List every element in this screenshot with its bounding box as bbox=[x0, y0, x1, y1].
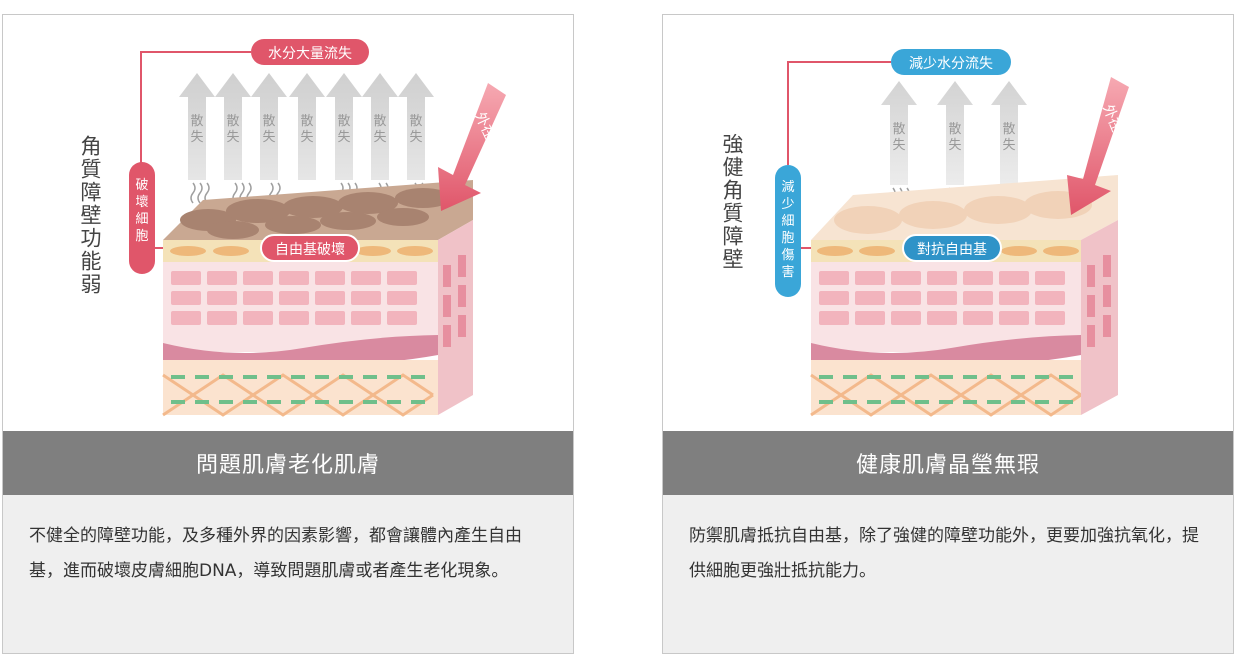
side-label: 強健角質障壁 bbox=[720, 133, 744, 271]
top-badge-text: 減少水分流失 bbox=[909, 55, 993, 72]
mid-badge-text: 對抗自由基 bbox=[917, 241, 987, 258]
dissipate-arrow bbox=[991, 81, 1027, 185]
dissipate-arrows bbox=[881, 81, 1027, 185]
mid-badge bbox=[260, 234, 360, 262]
panel-title: 問題肌膚老化肌膚 bbox=[3, 431, 573, 495]
dissipate-label: 散失 bbox=[190, 114, 203, 145]
cells bbox=[819, 271, 1065, 325]
healthy-skin-card: 強健角質障壁 散失 散失 散失 bbox=[662, 14, 1234, 654]
skin-diagram-healthy: 散失 散失 散失 bbox=[775, 49, 1135, 417]
top-badge bbox=[891, 49, 1011, 75]
dissipate-label: 散失 bbox=[948, 122, 961, 153]
dissipate-arrow bbox=[215, 73, 251, 180]
dissipate-label: 散失 bbox=[337, 114, 350, 145]
dissipate-arrow bbox=[326, 73, 362, 180]
panel-description: 不健全的障壁功能，及多種外界的因素影響，都會讓體內產生自由基，進而破壞皮膚細胞D… bbox=[3, 495, 573, 653]
dissipate-label: 散失 bbox=[409, 114, 422, 145]
cells bbox=[171, 271, 417, 325]
dissipate-arrow bbox=[251, 73, 287, 180]
dissipate-label: 散失 bbox=[226, 114, 239, 145]
dissipate-label: 散失 bbox=[300, 114, 313, 145]
damaged-cells bbox=[180, 188, 451, 239]
panel-description: 防禦肌膚抵抗自由基，除了強健的障壁功能外，更要加強抗氧化，提供細胞更強壯抵抗能力… bbox=[663, 495, 1233, 653]
dissipate-arrows bbox=[179, 73, 434, 180]
dissipate-label: 散失 bbox=[1002, 122, 1015, 153]
side-badge-text: 減少細胞傷害 bbox=[781, 179, 794, 280]
dissipate-arrow bbox=[362, 73, 398, 180]
mid-badge bbox=[902, 234, 1002, 262]
side-label: 角質障壁功能弱 bbox=[78, 135, 102, 296]
connector-line bbox=[140, 51, 251, 165]
dissipate-arrow bbox=[179, 73, 215, 180]
dissipate-label: 散失 bbox=[373, 114, 386, 145]
dissipate-label: 散失 bbox=[262, 114, 275, 145]
side-face bbox=[438, 220, 473, 415]
skin-diagram-problem: 散失 散失 散失 散失 散失 散失 散失 bbox=[129, 39, 510, 417]
side-badge bbox=[775, 165, 801, 297]
side-badge bbox=[129, 162, 155, 274]
side-badge-text: 破壞細胞 bbox=[135, 178, 148, 244]
dissipate-arrow bbox=[289, 73, 325, 180]
connector-line bbox=[787, 61, 891, 165]
dissipate-label: 散失 bbox=[892, 122, 905, 153]
external-factor-arrow bbox=[438, 83, 506, 211]
top-badge-text: 水分大量流失 bbox=[268, 46, 352, 62]
dissipate-arrow bbox=[398, 73, 434, 180]
panel-title: 健康肌膚晶瑩無瑕 bbox=[663, 431, 1233, 495]
mid-badge-text: 自由基破壞 bbox=[275, 241, 345, 258]
side-face bbox=[1081, 220, 1118, 415]
dissipate-arrow bbox=[937, 81, 973, 185]
top-badge bbox=[251, 39, 369, 65]
basal-layer bbox=[811, 335, 1081, 368]
basal-layer bbox=[163, 335, 438, 368]
dissipate-arrow bbox=[881, 81, 917, 185]
problem-skin-card: 角質障壁功能弱 散失 散失 散失 散失 bbox=[2, 14, 574, 654]
external-factor-arrow bbox=[1067, 77, 1129, 215]
